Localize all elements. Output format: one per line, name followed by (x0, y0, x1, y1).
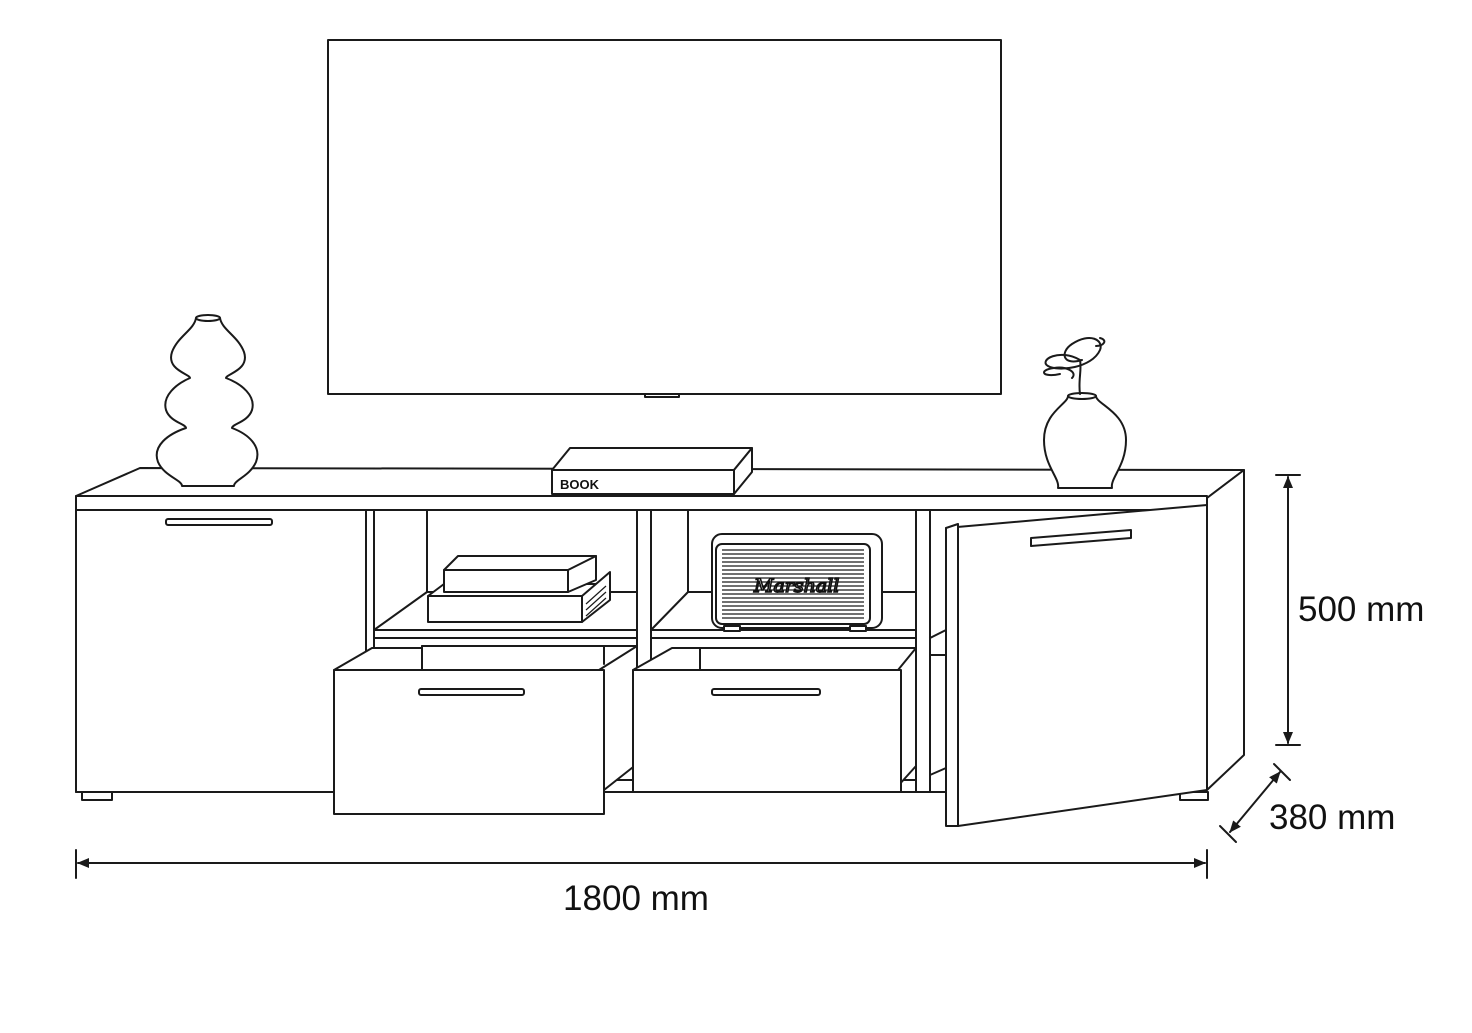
speaker: Marshall (711, 533, 883, 632)
width-dimension: 1800 mm (75, 849, 1208, 918)
left-cabinet-door (75, 509, 367, 793)
left-door-handle (165, 518, 273, 526)
tiered-vase (155, 314, 259, 487)
depth-label: 380 mm (1269, 798, 1395, 837)
television (327, 39, 1002, 398)
right-door-panel (945, 504, 1208, 827)
round-vase-with-flower (1043, 336, 1127, 489)
height-dimension: 500 mm (1275, 474, 1424, 746)
right-cabinet-door-open (945, 504, 1208, 827)
book-label: BOOK (560, 477, 600, 492)
height-label: 500 mm (1298, 590, 1424, 629)
drawer-left (333, 645, 638, 815)
cabinet-top-edge (75, 495, 1208, 511)
right-door-handle (1030, 529, 1132, 547)
book-on-top: BOOK (551, 447, 753, 495)
stacked-books (427, 555, 611, 623)
tv-stand-foot (644, 393, 680, 398)
cabinet-right-side (1206, 469, 1245, 791)
drawer-right-handle (711, 688, 821, 696)
book-spine (551, 469, 735, 495)
cabinet-foot-left (81, 791, 113, 801)
speaker-logo: Marshall (753, 575, 839, 597)
depth-dimension-line (1229, 771, 1281, 833)
depth-dimension: 380 mm (1219, 763, 1395, 843)
drawer-left-handle (418, 688, 525, 696)
speaker-grille (722, 549, 864, 619)
drawer-right (632, 647, 917, 793)
tv-screen (327, 39, 1002, 395)
width-label: 1800 mm (563, 879, 709, 918)
